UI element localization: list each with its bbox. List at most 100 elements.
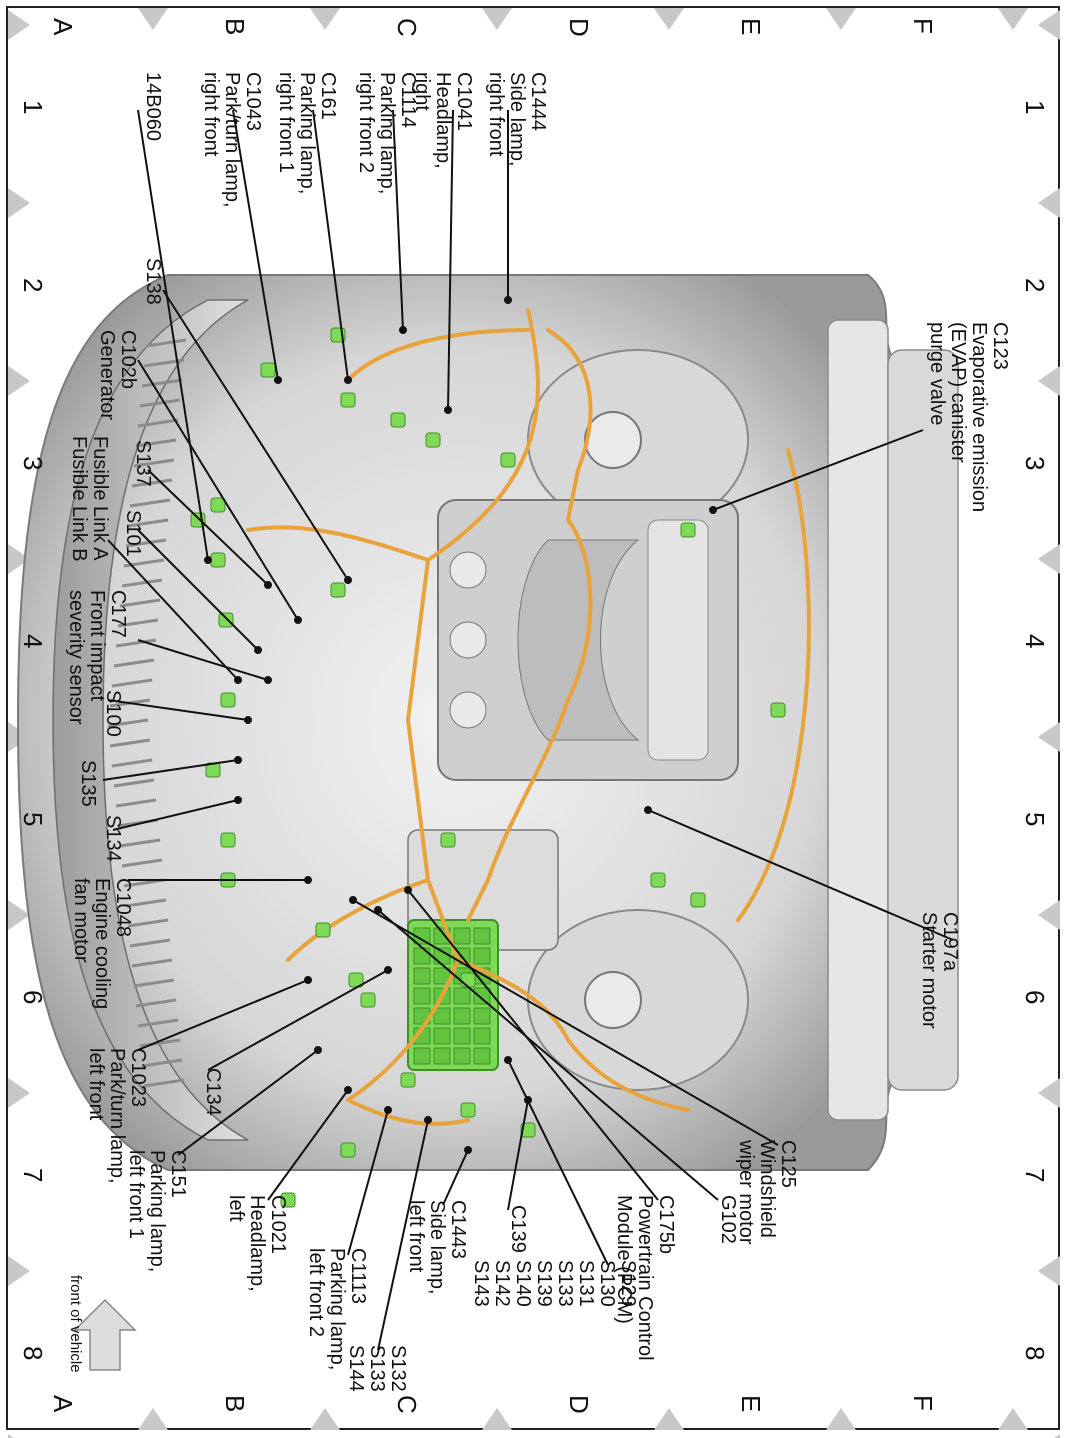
connector-marker xyxy=(210,552,226,568)
leader-end xyxy=(344,1086,352,1094)
grid-row-label: B xyxy=(220,1395,250,1413)
grille-slat xyxy=(139,398,181,408)
grid-column-label: 7 xyxy=(1020,1168,1050,1183)
fuse-cell xyxy=(413,1047,431,1065)
grille-slat xyxy=(129,498,171,508)
leader-end xyxy=(344,376,352,384)
leader-line xyxy=(147,469,269,586)
fuse-cell xyxy=(473,1047,491,1065)
grid-marker xyxy=(310,1408,340,1430)
grid-marker xyxy=(8,900,30,930)
leader-line xyxy=(137,359,299,621)
leader-line xyxy=(137,529,259,651)
grid-marker xyxy=(138,8,168,30)
leader-end xyxy=(344,576,352,584)
grid-marker xyxy=(654,1408,684,1430)
grid-column-label: 6 xyxy=(18,990,48,1005)
grid-column-label: 3 xyxy=(18,456,48,471)
connector-marker xyxy=(520,1122,536,1138)
grille-slat xyxy=(111,678,153,688)
grid-row-label: F xyxy=(908,1395,938,1411)
connector-marker xyxy=(390,412,406,428)
fuse-cell xyxy=(453,1027,471,1045)
grid-marker xyxy=(826,1408,856,1430)
leader-end xyxy=(374,906,382,914)
grille-slat xyxy=(145,338,187,348)
grid-marker xyxy=(1038,900,1060,930)
fuse-cell xyxy=(453,987,471,1005)
label-c123: C123 Evaporative emission (EVAP) caniste… xyxy=(926,322,1011,513)
leader-end xyxy=(204,556,212,564)
grid-row-label: C xyxy=(392,18,422,37)
grid-row-label: E xyxy=(736,1395,766,1413)
grille-slat xyxy=(119,598,161,608)
label-c175b: C175b Powertrain Control Module (PCM) xyxy=(613,1195,677,1361)
leader-line xyxy=(107,699,249,721)
grille-slat xyxy=(133,978,175,988)
grille-slat xyxy=(131,958,173,968)
leader-line xyxy=(137,979,309,1051)
connector-marker xyxy=(680,522,696,538)
grid-marker xyxy=(998,8,1028,30)
grille-slat xyxy=(141,1058,183,1068)
connector-marker xyxy=(210,497,226,513)
grid-marker xyxy=(1038,366,1060,396)
leader-end xyxy=(444,406,452,414)
connector-marker xyxy=(690,892,706,908)
grid-column-label: 5 xyxy=(1020,812,1050,827)
leader-line xyxy=(232,109,279,381)
leader-line xyxy=(162,289,349,581)
connector-marker xyxy=(220,692,236,708)
connector-marker xyxy=(440,832,456,848)
connector-marker xyxy=(260,362,276,378)
grille-slat xyxy=(119,838,161,848)
label-c1021: C1021 Headlamp, left xyxy=(225,1195,289,1292)
grid-column-label: 4 xyxy=(18,634,48,649)
fuse-cell xyxy=(453,1007,471,1025)
grid-marker xyxy=(1038,1434,1060,1438)
leader-line xyxy=(112,799,239,831)
fuse-cell xyxy=(453,1047,471,1065)
leader-line xyxy=(712,429,924,511)
leader-end xyxy=(504,1056,512,1064)
label-s132: S132 S133 S144 xyxy=(345,1345,409,1392)
grid-marker xyxy=(654,8,684,30)
leader-end xyxy=(254,646,262,654)
label-s138: S138 xyxy=(142,258,164,305)
grille-slat xyxy=(125,898,167,908)
grid-marker xyxy=(8,1078,30,1108)
leader-end xyxy=(264,581,272,589)
grid-column-label: 3 xyxy=(1020,456,1050,471)
leader-line xyxy=(377,1119,429,1351)
grid-column-label: 5 xyxy=(18,812,48,827)
label-c139: C139 xyxy=(507,1205,529,1253)
fuse-cell xyxy=(433,1027,451,1045)
grid-row-label: C xyxy=(392,1395,422,1414)
leader-end xyxy=(644,806,652,814)
leader-line xyxy=(507,1099,529,1211)
label-c161: C161 Parking lamp, right front 1 xyxy=(275,72,339,195)
grid-row-label: E xyxy=(736,18,766,36)
grille-slat xyxy=(115,798,157,808)
grille-slat xyxy=(127,518,169,528)
grid-marker xyxy=(1038,1256,1060,1286)
fuse-cell xyxy=(473,1007,491,1025)
grid-row-label: F xyxy=(908,18,938,34)
leader-line xyxy=(137,639,269,681)
grille-slat xyxy=(115,638,157,648)
leader-end xyxy=(709,506,717,514)
grid-marker xyxy=(8,1434,30,1438)
connector-marker xyxy=(425,432,441,448)
leader-line xyxy=(267,1089,349,1201)
grille-slat xyxy=(137,418,179,428)
label-c1444: C1444 Side lamp, right front xyxy=(485,72,549,167)
leader-line xyxy=(207,969,389,1071)
connector-marker xyxy=(280,1192,296,1208)
leader-line xyxy=(442,1149,469,1206)
fuse-cell xyxy=(413,987,431,1005)
grid-marker xyxy=(8,188,30,218)
leader-lines xyxy=(102,109,954,1351)
connector-marker xyxy=(400,1072,416,1088)
